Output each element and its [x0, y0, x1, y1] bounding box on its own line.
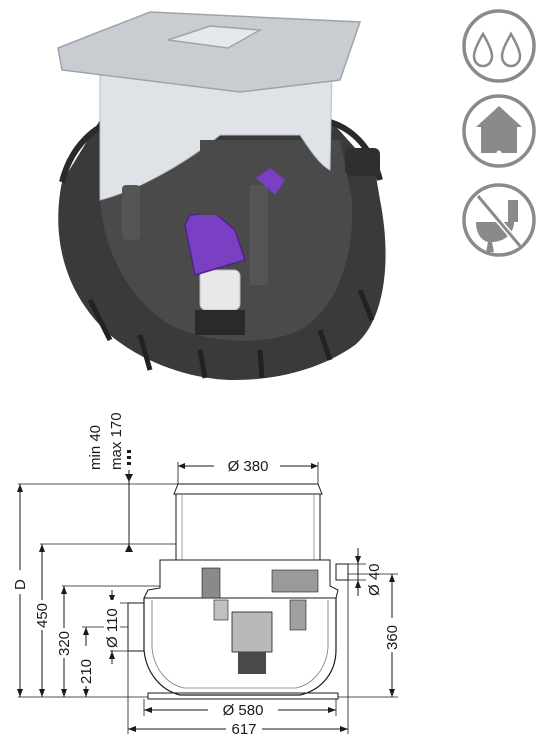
dim-riser-range: min 40 max 170 — [87, 412, 133, 552]
house-icon — [462, 94, 536, 168]
label-top-diameter: Ø 380 — [228, 458, 269, 475]
pump-motor — [199, 269, 241, 311]
pump-head — [184, 212, 246, 276]
check-valve — [256, 168, 285, 195]
drawing-lid — [173, 483, 323, 495]
dim-base-diameter: Ø 580 — [143, 699, 337, 719]
label-height-360: 360 — [384, 625, 401, 650]
lid-center — [167, 25, 263, 49]
drawing-riser — [175, 494, 321, 561]
tank-ribs — [87, 289, 375, 379]
drawing-outlet — [335, 563, 349, 581]
lifting-station-render — [57, 11, 386, 380]
vent-pipe — [200, 140, 222, 215]
dim-height-total: D — [12, 484, 29, 697]
drawing-pump — [231, 611, 273, 653]
label-height-320: 320 — [56, 631, 73, 656]
label-inlet-diameter: Ø 110 — [104, 608, 121, 648]
outlet-valve — [285, 175, 340, 205]
lid — [57, 11, 362, 93]
dim-inlet-diameter: Ø 110 — [104, 590, 121, 664]
dim-outlet-diameter: Ø 40 — [348, 548, 383, 596]
label-riser-min: min 40 — [87, 425, 104, 470]
label-base-diameter: Ø 580 — [223, 702, 264, 719]
float-switch — [122, 185, 140, 240]
outlet-connector — [345, 148, 380, 176]
label-height-total: D — [12, 579, 29, 590]
drawing-inlet — [127, 602, 145, 652]
discharge-pipe — [250, 185, 268, 285]
label-overall-width: 617 — [231, 721, 256, 738]
label-height-210: 210 — [78, 659, 95, 684]
label-riser-max: max 170 — [108, 412, 125, 470]
dim-height-210: 210 — [78, 627, 95, 697]
dim-height-450: 450 — [34, 544, 51, 697]
dim-height-320: 320 — [56, 586, 73, 697]
pump-base — [195, 310, 245, 335]
label-height-450: 450 — [34, 603, 51, 628]
dim-height-360: 360 — [338, 573, 401, 698]
dim-top-diameter: Ø 380 — [177, 458, 319, 484]
drawing-tank-body — [143, 598, 337, 696]
technical-drawing — [127, 483, 349, 700]
label-outlet-diameter: Ø 40 — [366, 563, 383, 596]
water-drops-icon — [462, 9, 536, 83]
no-toilet-icon — [462, 183, 536, 257]
drawing-base — [147, 692, 339, 700]
dim-overall-width: 617 — [127, 580, 349, 738]
